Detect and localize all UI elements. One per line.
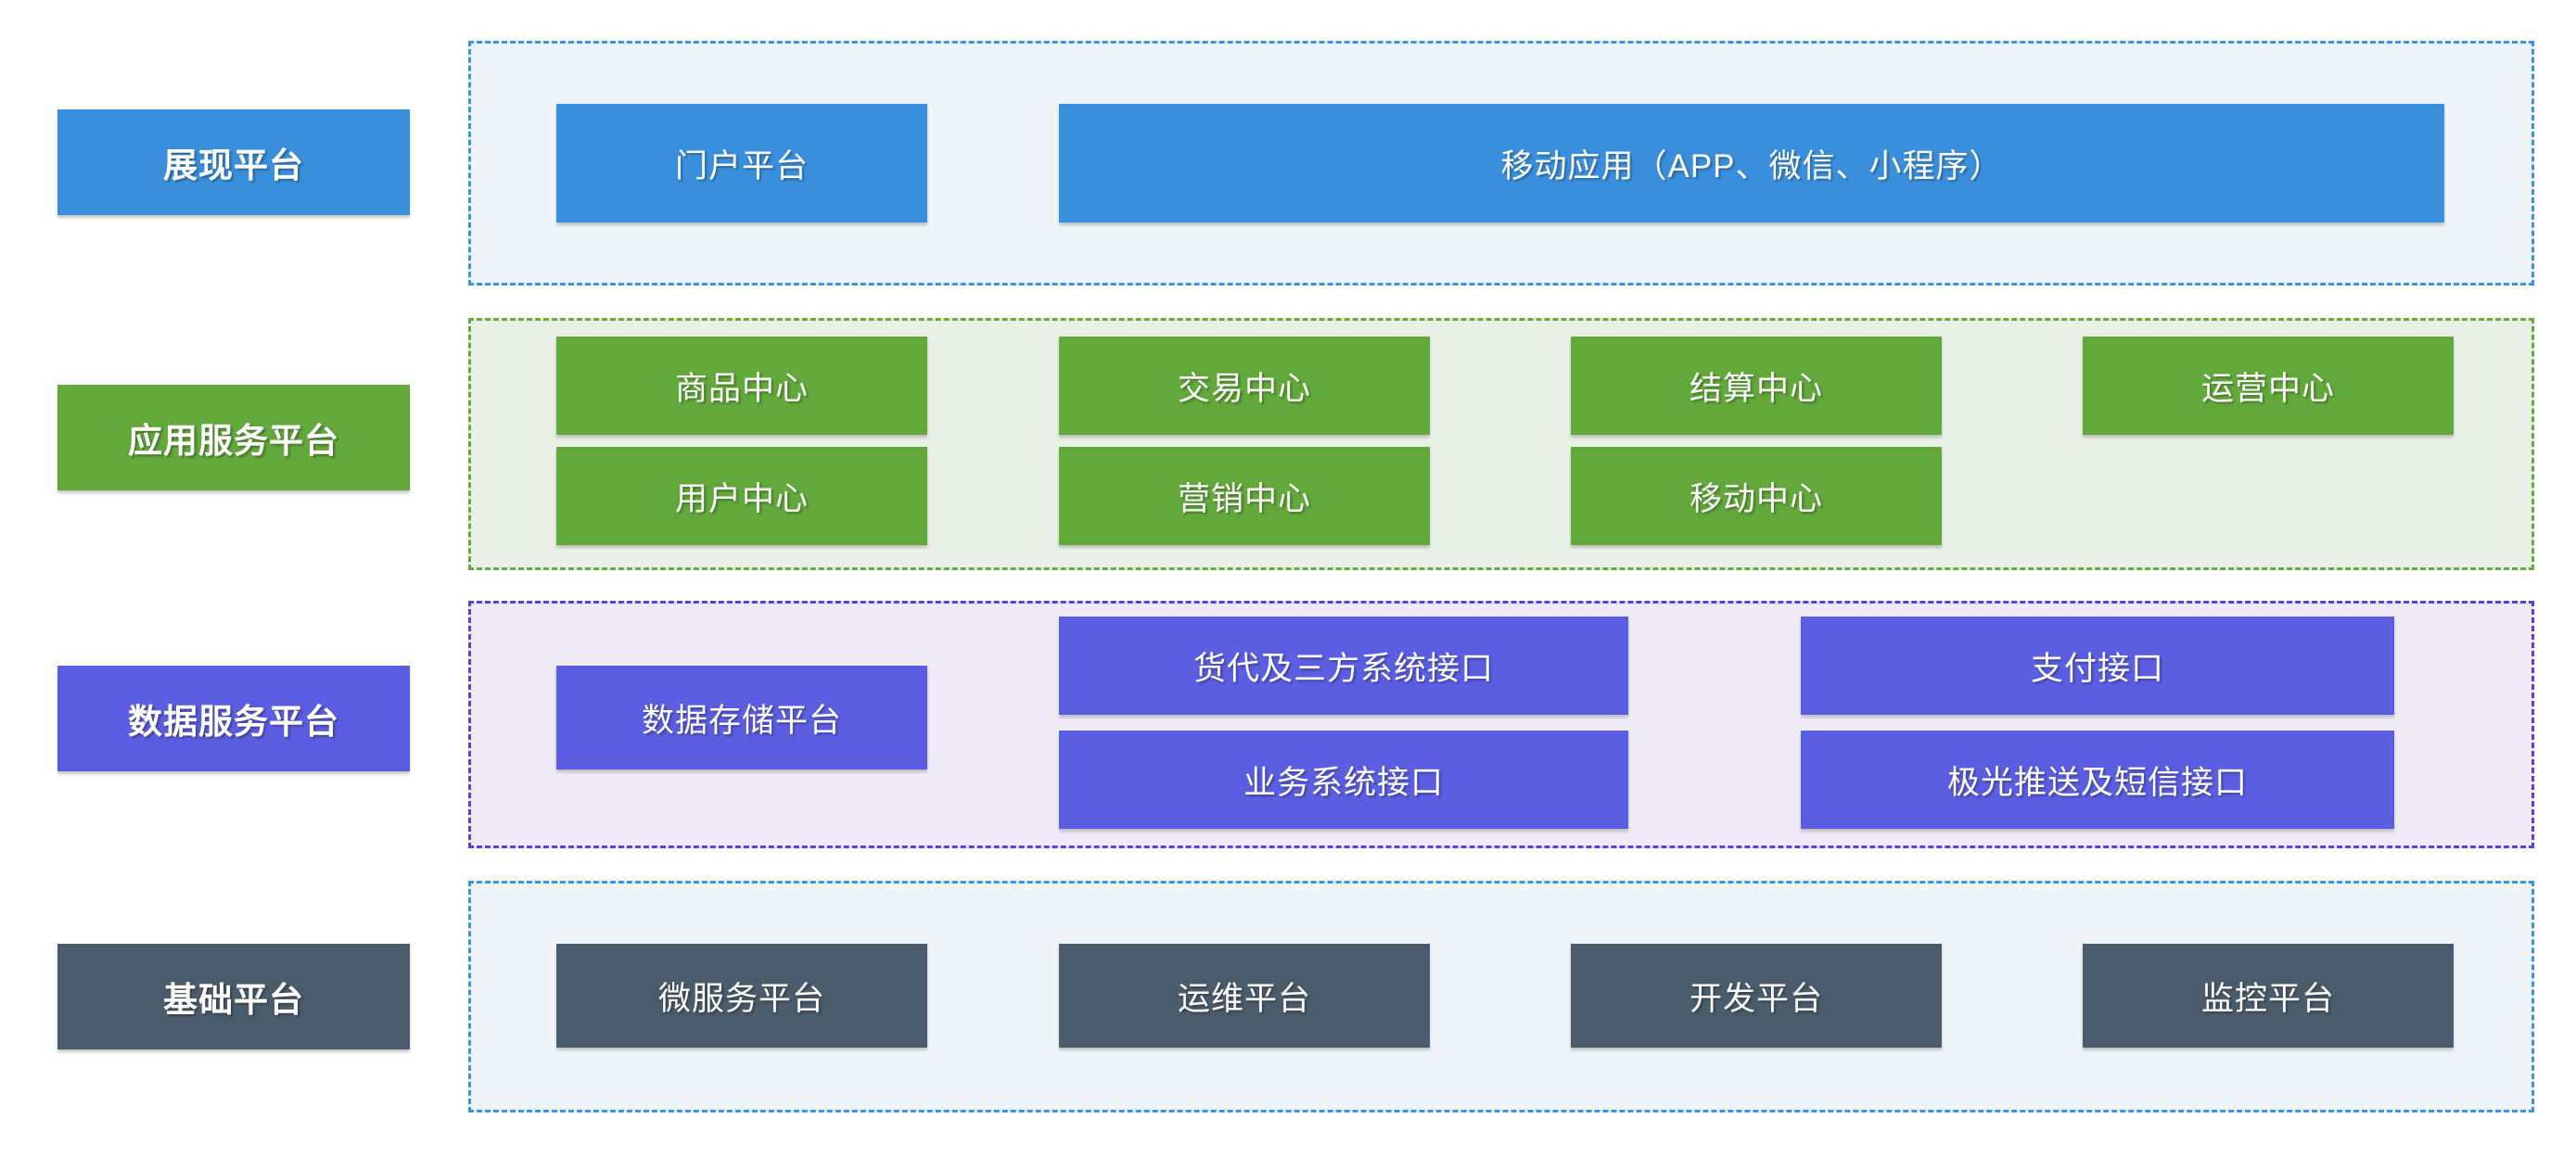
node-label: 移动应用（APP、微信、小程序） [1500,147,2003,184]
layer-label-presentation[interactable]: 展现平台 [57,109,410,215]
layer-label-data-service[interactable]: 数据服务平台 [57,666,410,771]
node-payment-api[interactable]: 支付接口 [1801,617,2394,715]
node-label: 商品中心 [674,370,809,407]
node-mobile-apps[interactable]: 移动应用（APP、微信、小程序） [1059,104,2444,222]
node-jpush-sms-api[interactable]: 极光推送及短信接口 [1801,731,2394,829]
layer-label-text: 应用服务平台 [128,422,339,460]
layer-label-infrastructure[interactable]: 基础平台 [57,944,410,1049]
layer-label-text: 基础平台 [163,981,304,1019]
node-operation-center[interactable]: 运营中心 [2083,337,2454,435]
node-user-center[interactable]: 用户中心 [556,447,927,545]
node-marketing-center[interactable]: 营销中心 [1059,447,1430,545]
node-label: 数据存储平台 [641,702,842,739]
layer-label-text: 数据服务平台 [128,703,339,741]
node-label: 结算中心 [1689,370,1823,407]
node-label: 运营中心 [2200,370,2335,407]
node-ops-platform[interactable]: 运维平台 [1059,944,1430,1048]
node-label: 支付接口 [2030,650,2164,687]
node-microservice-platform[interactable]: 微服务平台 [556,944,927,1048]
node-label: 货代及三方系统接口 [1192,650,1494,687]
node-trade-center[interactable]: 交易中心 [1059,337,1430,435]
node-label: 用户中心 [674,480,809,517]
node-data-storage-platform[interactable]: 数据存储平台 [556,666,927,769]
node-label: 监控平台 [2200,980,2335,1017]
layer-label-text: 展现平台 [163,146,304,184]
node-label: 移动中心 [1689,480,1823,517]
node-label: 运维平台 [1177,980,1311,1017]
node-settlement-center[interactable]: 结算中心 [1571,337,1942,435]
node-label: 交易中心 [1177,370,1311,407]
node-freight-third-party-api[interactable]: 货代及三方系统接口 [1059,617,1628,715]
node-label: 开发平台 [1689,980,1823,1017]
node-label: 极光推送及短信接口 [1946,764,2248,801]
node-mobile-center[interactable]: 移动中心 [1571,447,1942,545]
node-label: 业务系统接口 [1243,764,1444,801]
node-label: 门户平台 [674,147,809,184]
node-portal[interactable]: 门户平台 [556,104,927,222]
node-monitor-platform[interactable]: 监控平台 [2083,944,2454,1048]
node-dev-platform[interactable]: 开发平台 [1571,944,1942,1048]
layer-label-application-service[interactable]: 应用服务平台 [57,385,410,490]
node-label: 营销中心 [1177,480,1311,517]
node-business-system-api[interactable]: 业务系统接口 [1059,731,1628,829]
node-product-center[interactable]: 商品中心 [556,337,927,435]
node-label: 微服务平台 [657,980,825,1017]
